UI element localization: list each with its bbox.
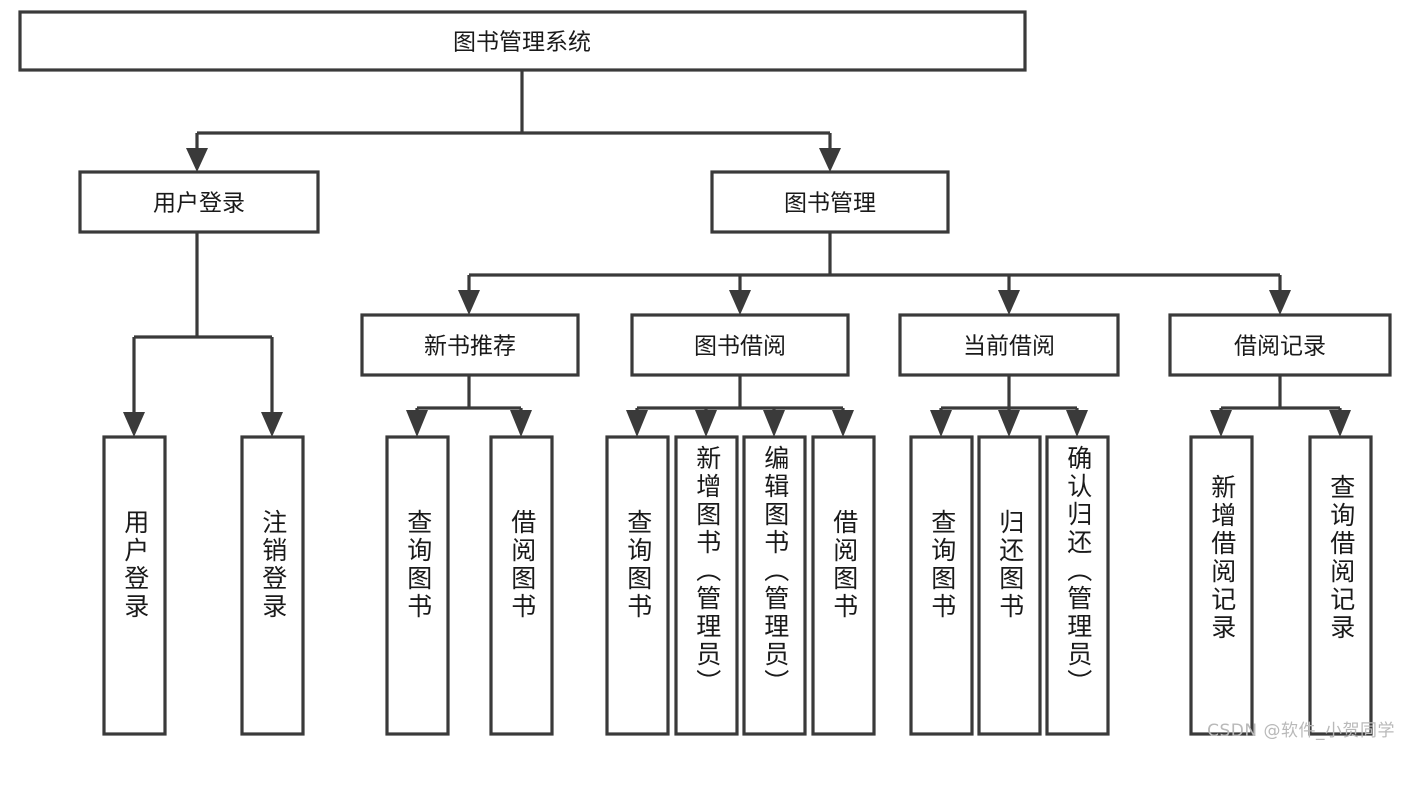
csdn-watermark: CSDN @软件_小贺同学 — [1207, 721, 1395, 741]
node-leaf-query-record[interactable] — [1308, 435, 1373, 736]
node-current-borrow-label: 当前借阅 — [963, 334, 1055, 360]
node-new-book-recommend-label: 新书推荐 — [424, 334, 516, 360]
node-new-book-recommend[interactable]: 新书推荐 — [360, 313, 580, 377]
node-leaf-add-book[interactable] — [674, 435, 739, 736]
node-leaf-confirm-return[interactable] — [1045, 435, 1110, 736]
connector-borrowrecord-to-leaves — [1210, 375, 1351, 437]
node-borrow-record-label: 借阅记录 — [1234, 334, 1326, 360]
node-leaf-edit-book[interactable] — [742, 435, 807, 736]
connector-bookborrow-to-leaves — [626, 375, 854, 437]
node-leaf-user-login[interactable] — [102, 435, 167, 736]
node-book-manage-label: 图书管理 — [784, 191, 876, 217]
node-leaf-logout-login[interactable] — [240, 435, 305, 736]
connector-newbook-to-leaves — [406, 375, 532, 437]
flowchart-canvas: 图书管理系统 用户登录 图书管理 新书推荐 图书借阅 当前借阅 借阅记录 — [18, 10, 1392, 736]
node-leaf-add-record[interactable] — [1189, 435, 1254, 736]
connector-currentborrow-to-leaves — [930, 375, 1088, 437]
connector-userlogin-to-leaves — [123, 232, 283, 437]
node-root[interactable]: 图书管理系统 — [18, 10, 1027, 72]
node-leaf-query-book-3[interactable] — [909, 435, 974, 736]
node-book-borrow[interactable]: 图书借阅 — [630, 313, 850, 377]
connector-root-to-level2 — [186, 70, 841, 172]
node-leaf-borrow-book-2[interactable] — [811, 435, 876, 736]
node-leaf-query-book-1[interactable] — [385, 435, 450, 736]
flowchart-diagram: 图书管理系统 用户登录 图书管理 新书推荐 图书借阅 当前借阅 借阅记录 — [18, 10, 1395, 741]
connector-bookmanage-to-level3 — [458, 232, 1291, 315]
node-leaf-borrow-book-1[interactable] — [489, 435, 554, 736]
node-leaf-return-book[interactable] — [977, 435, 1042, 736]
node-user-login[interactable]: 用户登录 — [78, 170, 320, 234]
node-book-borrow-label: 图书借阅 — [694, 334, 786, 360]
node-root-label: 图书管理系统 — [453, 30, 591, 56]
node-leaf-query-book-2[interactable] — [605, 435, 670, 736]
node-book-manage[interactable]: 图书管理 — [710, 170, 950, 234]
node-user-login-label: 用户登录 — [153, 191, 245, 217]
node-current-borrow[interactable]: 当前借阅 — [898, 313, 1120, 377]
node-borrow-record[interactable]: 借阅记录 — [1168, 313, 1392, 377]
